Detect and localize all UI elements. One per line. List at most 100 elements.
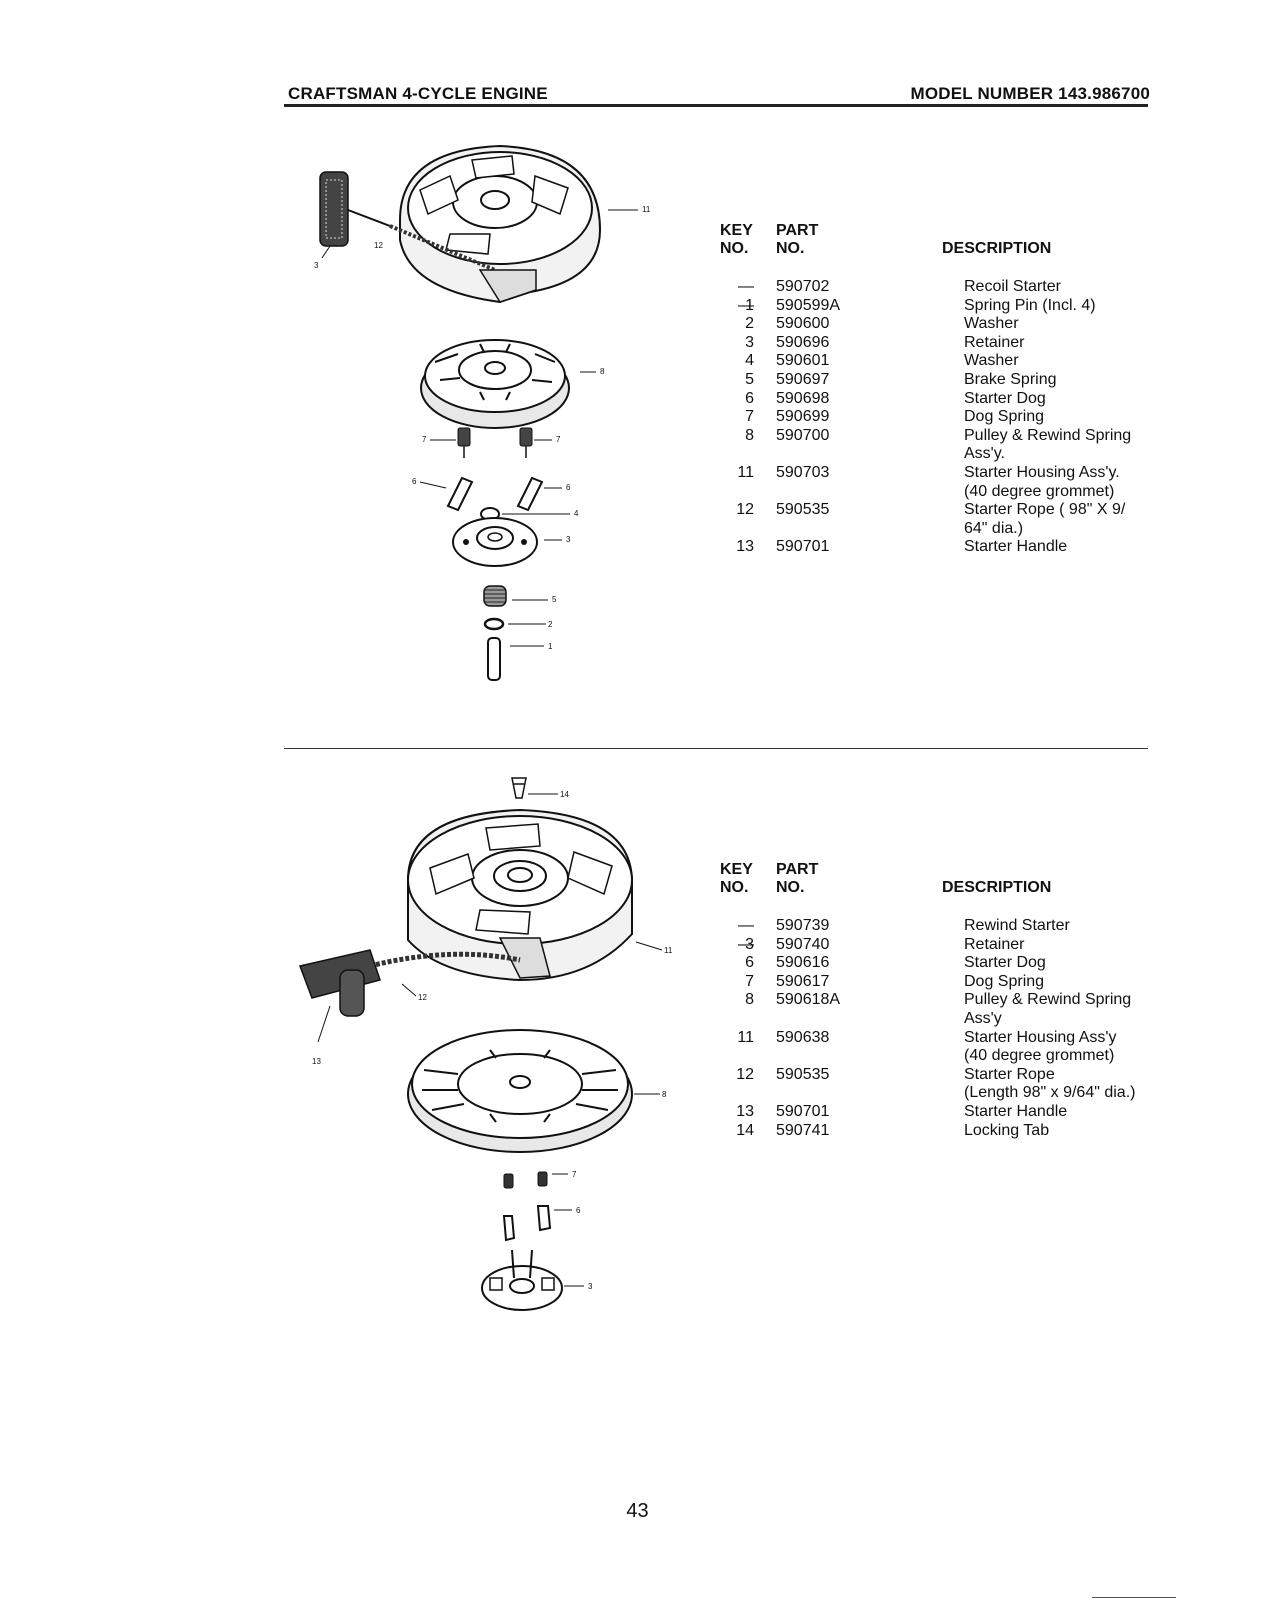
part-description: Washer (964, 315, 1148, 334)
washer-2-part (483, 617, 505, 631)
key-number: 4 (745, 352, 754, 370)
recoil-starter-diagram: 11 12 3 8 7 7 6 6 4 (314, 144, 651, 681)
part-description: Retainer (964, 334, 1148, 353)
header-rule (284, 104, 1148, 107)
part-number: 590696 (776, 333, 830, 351)
description-line: Dog Spring (964, 972, 1045, 990)
description-line: Locking Tab (964, 1121, 1050, 1139)
corner-rule (1092, 1597, 1176, 1598)
description-line: Starter Rope (964, 1065, 1055, 1083)
part-number: 590741 (776, 1121, 830, 1139)
brake-spring-part (483, 585, 507, 607)
parts-row: 13 590701 Starter Handle (718, 1103, 1148, 1122)
part-description: Starter Housing Ass'y(40 degree grommet) (964, 1029, 1148, 1066)
callout-13-rewind: 13 (312, 1057, 321, 1066)
key-number: 3 (745, 935, 754, 953)
parts-list-header-2: KEY NO. PART NO. DESCRIPTION (718, 861, 1148, 917)
callout-3-retainer: 3 (566, 535, 571, 544)
parts-row: 14 590741 Locking Tab (718, 1122, 1148, 1141)
rewind-handle-part (298, 949, 381, 1017)
part-description: Locking Tab (964, 1122, 1148, 1141)
description-line-2: (40 degree grommet) (964, 1047, 1115, 1065)
page-number: 43 (626, 1500, 649, 1522)
col-description-label-2: DESCRIPTION (942, 879, 1052, 896)
callout-11-rewind: 11 (664, 946, 673, 955)
part-description: Starter Housing Ass'y.(40 degree grommet… (964, 464, 1148, 501)
callout-14: 14 (560, 790, 569, 799)
key-number: 14 (736, 1121, 754, 1139)
rewind-housing-part (407, 808, 633, 982)
key-number: 7 (745, 972, 754, 990)
rewind-retainer-part (481, 1249, 563, 1311)
description-line: Rewind Starter (964, 917, 1070, 934)
key-number: 6 (745, 389, 754, 407)
key-number: 13 (736, 1102, 754, 1120)
part-description: Washer (964, 352, 1148, 371)
col-key-label-1b: KEY (720, 861, 753, 878)
section-divider (284, 748, 1148, 749)
part-description: Dog Spring (964, 973, 1148, 992)
description-line: Washer (964, 315, 1019, 333)
rewind-starter-diagram: 14 11 12 13 8 7 6 (298, 777, 673, 1311)
part-description: Rewind Starter (964, 917, 1148, 936)
description-line: Starter Handle (964, 538, 1068, 556)
description-line-2: (Length 98" x 9/64" dia.) (964, 1084, 1136, 1102)
part-number: 590698 (776, 389, 830, 407)
key-number: — — (738, 917, 754, 953)
col-description-label: DESCRIPTION (942, 240, 1052, 257)
col-key-label-2: NO. (720, 240, 749, 257)
description-line: Starter Dog (964, 389, 1046, 407)
starter-handle-part (319, 171, 391, 247)
col-part-label-2b: NO. (776, 879, 805, 896)
part-description: Dog Spring (964, 408, 1148, 427)
part-number: 590700 (776, 426, 830, 444)
key-number: 2 (745, 315, 754, 333)
description-line-2: Ass'y (964, 1009, 1002, 1027)
doc-header-model: MODEL NUMBER 143.986700 (910, 84, 1150, 103)
part-description: Starter Handle (964, 1103, 1148, 1122)
callout-6-left: 6 (412, 477, 417, 486)
callout-5: 5 (552, 595, 557, 604)
callout-3-handle: 3 (314, 261, 319, 270)
description-line: Spring Pin (Incl. 4) (964, 296, 1096, 314)
part-description: Starter Handle (964, 538, 1148, 557)
callout-12-rewind: 12 (418, 993, 427, 1002)
part-description: Starter Dog (964, 954, 1148, 973)
callout-7-rewind: 7 (572, 1170, 577, 1179)
key-number: 1 (745, 296, 754, 314)
retainer-part (452, 517, 538, 567)
col-part-label-1: PART (776, 222, 819, 239)
rewind-starter-dog-right (536, 1205, 552, 1232)
description-line: Pulley & Rewind Spring (964, 426, 1132, 444)
part-description: Brake Spring (964, 371, 1148, 390)
description-line: Retainer (964, 333, 1025, 351)
callout-6-right: 6 (566, 483, 571, 492)
callout-2: 2 (548, 620, 553, 629)
rewind-dog-spring-right (537, 1171, 548, 1187)
dog-spring-right (519, 427, 533, 458)
key-number: 5 (745, 370, 754, 388)
description-line: Dog Spring (964, 408, 1045, 426)
doc-header-title: CRAFTSMAN 4-CYCLE ENGINE (288, 84, 548, 103)
part-description: Starter Rope(Length 98" x 9/64" dia.) (964, 1066, 1148, 1103)
part-number: 590701 (776, 1102, 830, 1120)
col-key-label-1: KEY (720, 222, 753, 239)
callout-7-left: 7 (422, 435, 427, 444)
description-line: Retainer (964, 935, 1025, 953)
